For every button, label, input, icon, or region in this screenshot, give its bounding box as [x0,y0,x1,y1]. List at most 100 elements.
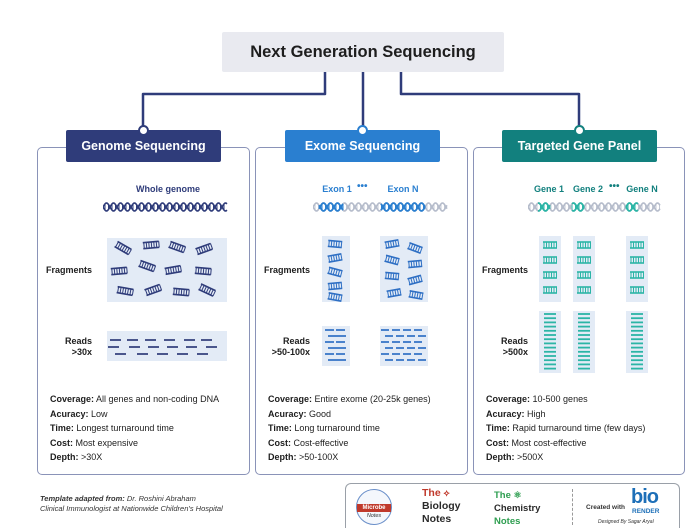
genome-dna-helix [103,202,228,212]
dna-fragment [327,266,343,278]
dna-fragment [407,242,423,254]
genome-fragments-label: Fragments [45,265,92,275]
targeted-fragments [543,241,644,294]
exome-info: Coverage: Entire exome (20-25k genes) Ac… [268,392,431,465]
dna-fragment [630,286,644,294]
genome-depth: Depth: >30X [50,452,103,462]
genome-info: Coverage: All genes and non-coding DNA A… [50,392,219,465]
designed-by-label: Designed By Sagar Aryal [598,519,654,525]
dna-fragment [327,281,343,291]
exome-sublabel-dots: ••• [357,181,368,192]
dna-fragment [198,283,216,297]
logo-strip: Microbe Notes The ⟡ Biology Notes The ⚛ … [345,483,680,528]
targeted-fragments-panel-n [626,236,648,302]
exome-accuracy: Acuracy: Good [268,408,332,419]
dna-fragment [116,285,134,297]
dna-fragment [114,240,132,256]
dna-highlight [571,202,585,212]
exome-sublabel-exonN: Exon N [387,184,419,194]
exome-sublabel-exon1: Exon 1 [322,184,352,194]
exome-depth: Depth: >50-100X [268,452,339,462]
dna-fragment [543,256,557,264]
dna-fragment [384,271,400,281]
exome-reads [325,329,426,361]
dna-fragment [543,286,557,294]
dna-fragment [577,256,591,264]
targeted-dna-helix [528,202,661,212]
exome-time: Time: Long turnaround time [268,423,380,433]
biorender-logo[interactable]: bio [631,486,659,508]
genome-fragments [110,240,216,297]
targeted-sublabel-gene1: Gene 1 [533,184,564,194]
dna-highlight [571,202,585,212]
targeted-sublabel-gene2: Gene 2 [572,184,603,194]
genome-reads-label: Reads >30x [64,336,92,357]
dna-fragment [630,256,644,264]
dna-fragment [407,259,423,269]
targeted-cost: Cost: Most cost-effective [486,437,587,448]
targeted-fragments-label: Fragments [481,265,528,275]
dna-fragment [408,290,424,300]
dna-highlight [538,202,551,212]
genome-reads [108,339,217,355]
genome-column [37,147,250,475]
genome-cost: Cost: Most expensive [50,437,139,448]
dna-highlight [538,202,551,212]
dna-fragment [577,241,591,249]
dna-highlight [625,202,639,212]
dna-fragment [577,271,591,279]
exome-connector-knob [357,125,368,136]
dna-highlight [318,202,344,212]
genome-accuracy: Acuracy: Low [50,408,108,419]
dna-highlight [380,202,426,212]
dna-icon: ⟡ [443,488,450,498]
genome-time: Time: Longest turnaround time [50,423,174,433]
created-with-label: Created with [586,504,626,511]
biorender-logo-text: RENDER [632,508,660,515]
dna-fragment [327,253,343,263]
dna-fragment [630,271,644,279]
targeted-reads [544,313,643,370]
targeted-sublabel-dots: ••• [609,181,620,192]
targeted-info: Coverage: 10-500 genes Acuracy: High Tim… [486,392,645,465]
exome-reads-label: Reads >50-100x [271,336,310,357]
dna-fragment [327,239,343,249]
dna-fragment [384,239,400,249]
dna-fragment [384,254,400,266]
genome-sublabel: Whole genome [135,184,200,194]
dna-fragment [110,266,128,276]
biology-notes-logo[interactable]: The ⟡ Biology Notes [422,487,461,525]
genome-reads-panel [107,331,227,361]
dna-fragment [195,242,214,256]
exome-column [255,147,468,475]
dna-fragment [164,264,182,276]
exome-dna-helix [313,202,448,212]
targeted-connector-knob [574,125,585,136]
dna-fragment [407,274,423,286]
dna-fragment [543,271,557,279]
targeted-sublabel-geneN: Gene N [626,184,658,194]
microbe-notes-logo[interactable]: Microbe Notes [356,489,392,525]
dna-fragment [168,240,187,254]
dna-fragment [327,292,343,302]
targeted-fragments-panel-2 [573,236,595,302]
exome-fragments [327,239,424,302]
targeted-depth: Depth: >500X [486,452,544,462]
diagram-title-box: Next Generation Sequencing [222,32,504,72]
targeted-accuracy: Acuracy: High [486,408,546,419]
dna-fragment [386,288,402,298]
dna-highlight [318,202,344,212]
dna-highlight [625,202,639,212]
dna-fragment [630,241,644,249]
dna-fragment [142,240,160,250]
chemistry-notes-logo[interactable]: The ⚛ Chemistry Notes [494,490,541,527]
dna-strand [103,202,228,212]
dna-fragment [194,266,212,276]
logo-divider [572,489,573,525]
dna-fragment [543,241,557,249]
dna-fragment [144,283,163,297]
genome-coverage: Coverage: All genes and non-coding DNA [50,394,220,404]
diagram-title: Next Generation Sequencing [250,42,476,61]
targeted-time: Time: Rapid turnaround time (few days) [486,423,646,433]
